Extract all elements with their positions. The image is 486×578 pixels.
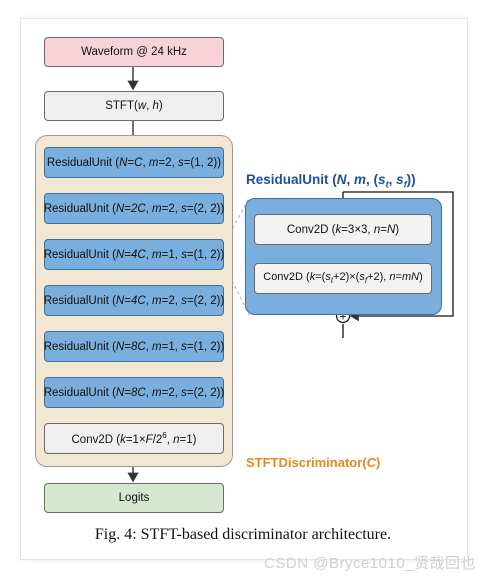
add-symbol: +	[339, 310, 346, 324]
residual-unit-detail-title: ResidualUnit (N, m, (st, sf))	[246, 172, 416, 190]
residual-unit-label: ResidualUnit (N=8C, m=2, s=(2, 2))	[43, 386, 225, 399]
residual-unit-label: ResidualUnit (N=8C, m=1, s=(1, 2))	[43, 340, 225, 353]
conv2d-3x3-box: Conv2D (k=3×3, n=N)	[254, 214, 432, 245]
residual-unit-label: ResidualUnit (N=4C, m=1, s=(1, 2))	[43, 248, 225, 261]
residual-unit-label: ResidualUnit (N=C, m=2, s=(1, 2))	[46, 156, 222, 169]
residual-unit-box: ResidualUnit (N=8C, m=2, s=(2, 2))	[44, 377, 224, 408]
residual-unit-box: ResidualUnit (N=2C, m=2, s=(2, 2))	[44, 193, 224, 224]
residual-unit-label: ResidualUnit (N=2C, m=2, s=(2, 2))	[43, 202, 225, 215]
stft-discriminator-label: STFTDiscriminator(C)	[246, 455, 381, 470]
stft-box: STFT(w, h)	[44, 91, 224, 121]
residual-unit-box: ResidualUnit (N=8C, m=1, s=(1, 2))	[44, 331, 224, 362]
figure-caption: Fig. 4: STFT-based discriminator archite…	[94, 526, 392, 543]
logits-label: Logits	[118, 492, 150, 504]
watermark: CSDN @Bryce1010_贤哉回也	[264, 555, 476, 572]
waveform-input-box: Waveform @ 24 kHz	[44, 37, 224, 67]
stft-label: STFT(w, h)	[105, 100, 163, 112]
logits-output-box: Logits	[44, 483, 224, 513]
final-conv2d-box: Conv2D (k=1×F/26, n=1)	[44, 423, 224, 454]
waveform-label: Waveform @ 24 kHz	[81, 46, 187, 58]
skip-connection	[343, 191, 454, 322]
final-conv2d-label: Conv2D (k=1×F/26, n=1)	[71, 431, 197, 446]
residual-unit-label: ResidualUnit (N=4C, m=2, s=(2, 2))	[43, 294, 225, 307]
conv2d-strided-box: Conv2D (k=(st+2)×(sf+2), n=mN)	[254, 263, 432, 294]
conv2d-3x3-label: Conv2D (k=3×3, n=N)	[286, 223, 400, 236]
residual-unit-box: ResidualUnit (N=4C, m=1, s=(1, 2))	[44, 239, 224, 270]
residual-unit-box: ResidualUnit (N=4C, m=2, s=(2, 2))	[44, 285, 224, 316]
residual-unit-box: ResidualUnit (N=C, m=2, s=(1, 2))	[44, 147, 224, 178]
conv2d-strided-label: Conv2D (k=(st+2)×(sf+2), n=mN)	[263, 271, 423, 286]
